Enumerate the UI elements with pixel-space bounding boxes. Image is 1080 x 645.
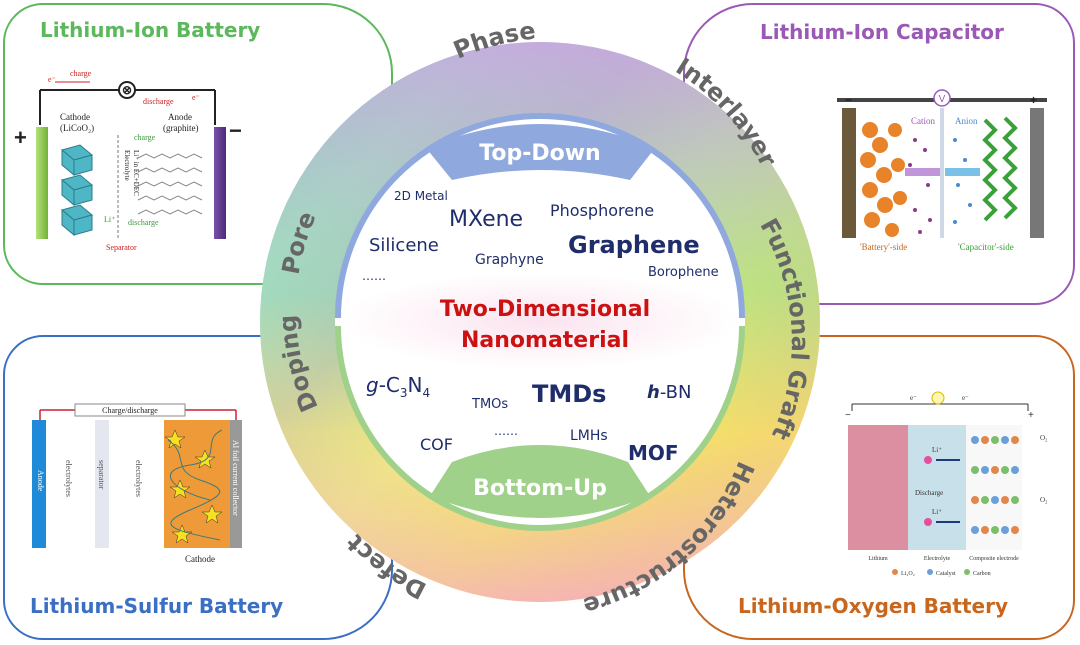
lithium-oxygen-battery-illustration: − + e⁻ e⁻ Li⁺ Li⁺ Discharge O₂ O₂ Lithiu… — [845, 391, 1048, 577]
voltmeter-icon — [933, 89, 951, 107]
svg-text:e⁻: e⁻ — [910, 394, 917, 402]
svg-text:⊗: ⊗ — [122, 83, 132, 97]
lithium-ion-capacitor-title: Lithium-Ion Capacitor — [760, 20, 1004, 44]
svg-text:e⁻: e⁻ — [48, 75, 56, 84]
svg-text:separator: separator — [97, 460, 106, 490]
material-h-bn: h-BN — [647, 382, 692, 403]
material-borophene: Borophene — [648, 265, 719, 280]
svg-text:Anode: Anode — [36, 470, 45, 492]
center-glow — [340, 273, 740, 369]
lithium-sulfur-battery-illustration: Charge/discharge Anode electrolytes sepa… — [32, 403, 242, 564]
lithium-ion-battery-title: Lithium-Ion Battery — [40, 18, 261, 42]
svg-text:discharge: discharge — [128, 218, 159, 227]
svg-text:+: + — [1028, 410, 1034, 421]
svg-text:Li⁺: Li⁺ — [104, 215, 115, 224]
material-mxene: MXene — [449, 207, 523, 232]
svg-text:Charge/discharge: Charge/discharge — [102, 406, 158, 415]
plus-terminal: + — [14, 125, 27, 150]
material-cof: COF — [420, 435, 453, 454]
top-down-label: Top-Down — [479, 141, 600, 166]
lithium-ion-capacitor-illustration: − + V Cation Anion 'Battery'-side — [837, 89, 1047, 252]
discharge-label: discharge — [143, 97, 174, 106]
svg-text:e⁻: e⁻ — [962, 394, 969, 402]
svg-text:Li⁺: Li⁺ — [932, 508, 942, 516]
lithium-oxygen-battery-title: Lithium-Oxygen Battery — [738, 594, 1008, 618]
cathode-bar — [36, 127, 48, 239]
bottom-up-cap — [430, 445, 650, 518]
material-mof: MOF — [628, 441, 679, 465]
bulb-icon — [118, 81, 136, 99]
svg-text:+: + — [1030, 93, 1037, 107]
bottom-up-label: Bottom-Up — [473, 476, 607, 501]
lithium-sulfur-battery-title: Lithium-Sulfur Battery — [30, 594, 284, 618]
svg-text:Anode: Anode — [168, 112, 192, 122]
top-down-cap — [426, 124, 655, 180]
svg-text:O₂: O₂ — [1040, 434, 1048, 442]
svg-text:Electrolyte: Electrolyte — [123, 150, 131, 181]
material-ellipsis-bottom: …… — [494, 424, 518, 438]
material-2d-metal: 2D Metal — [394, 189, 448, 203]
svg-text:e⁻: e⁻ — [192, 93, 200, 102]
svg-text:Catalyst: Catalyst — [936, 571, 956, 577]
anode-bar — [214, 127, 226, 239]
material-graphyne: Graphyne — [475, 252, 544, 268]
lsb-separator-bar — [95, 420, 109, 548]
battery-electrode — [842, 108, 856, 238]
svg-text:Lithium: Lithium — [868, 556, 888, 562]
material-silicene: Silicene — [369, 235, 439, 256]
material-ellipsis-top: …… — [362, 269, 386, 283]
svg-text:Cathode: Cathode — [60, 112, 90, 122]
svg-text:−: − — [845, 410, 851, 421]
svg-text:(graphite): (graphite) — [163, 123, 198, 133]
lsb-collector — [230, 420, 242, 548]
svg-text:electrolytes: electrolytes — [134, 460, 143, 497]
svg-text:'Battery'-side: 'Battery'-side — [860, 242, 907, 252]
svg-text:Li₂O₂: Li₂O₂ — [901, 571, 915, 577]
material-graphene: Graphene — [568, 231, 700, 259]
center-title-line2: Nanomaterial — [461, 328, 629, 353]
svg-text:Composite electrode: Composite electrode — [969, 556, 1019, 562]
electrolyte-region — [908, 425, 966, 550]
material-g-c3n4: g-C3N4 — [366, 373, 430, 400]
svg-text:O₂: O₂ — [1040, 496, 1048, 504]
svg-text:Electrolyte: Electrolyte — [924, 556, 951, 562]
material-lmhs: LMHs — [570, 428, 608, 444]
svg-text:(LiCoO₂): (LiCoO₂) — [60, 123, 94, 133]
svg-text:electrolytes: electrolytes — [64, 460, 73, 497]
charge-label: charge — [70, 69, 92, 78]
svg-text:charge: charge — [134, 133, 156, 142]
minus-terminal: − — [229, 118, 242, 143]
svg-text:Li⁺: Li⁺ — [932, 446, 942, 454]
svg-text:Anion: Anion — [955, 116, 978, 126]
bulb-icon-lob — [931, 391, 945, 405]
lithium-anode — [848, 425, 908, 550]
svg-text:Li⁺ in EC+DEC: Li⁺ in EC+DEC — [132, 150, 140, 196]
svg-text:Discharge: Discharge — [915, 489, 943, 497]
svg-text:Separator: Separator — [106, 243, 137, 252]
svg-text:Al foil current collector: Al foil current collector — [231, 440, 240, 516]
material-phosphorene: Phosphorene — [550, 201, 654, 220]
svg-text:Cation: Cation — [911, 116, 935, 126]
svg-text:Cathode: Cathode — [185, 554, 215, 564]
center-title-line1: Two-Dimensional — [440, 297, 650, 322]
svg-text:'Capacitor'-side: 'Capacitor'-side — [958, 242, 1014, 252]
svg-text:V: V — [939, 94, 946, 105]
lithium-ion-battery-illustration: ⊗ + − charge e⁻ discharge e⁻ Cathode (Li… — [14, 69, 242, 252]
lsb-anode-bar — [32, 420, 46, 548]
material-tmds: TMDs — [532, 380, 606, 408]
svg-text:Carbon: Carbon — [973, 571, 991, 577]
material-tmos: TMOs — [471, 397, 508, 412]
svg-text:−: − — [845, 93, 852, 107]
capacitor-electrode — [1030, 108, 1044, 238]
